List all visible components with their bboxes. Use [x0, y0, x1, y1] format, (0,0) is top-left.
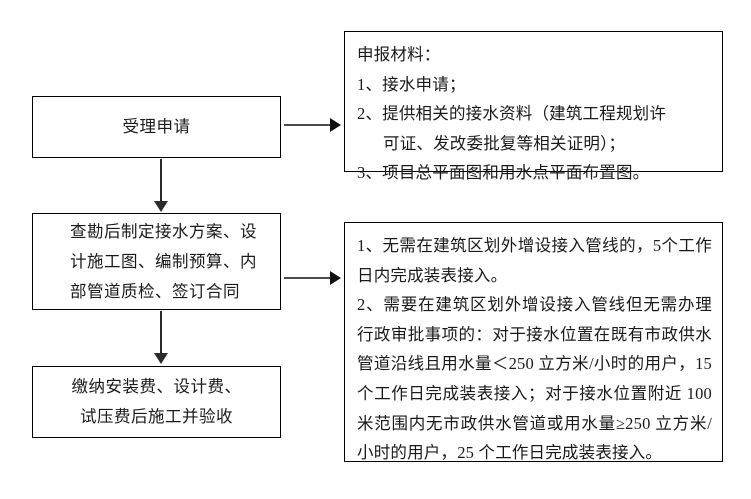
note-box-timelimit: 1、无需在建筑区划外增设接入管线的，5个工作日内完成装表接入。 2、需要在建筑区… [344, 222, 723, 462]
process-box-step-1-label: 受理申请 [122, 117, 191, 136]
connector-step1-to-note-materials-arrowhead [330, 118, 341, 132]
note-timelimit-paragraph-2: 2、需要在建筑区划外增设接入管线但无需办理行政审批事项的：对于接水位置在既有市政… [357, 295, 712, 463]
note-materials-line-2: 1、接水申请； [357, 74, 466, 94]
note-materials-line-4: 可证、发改委批复等相关证明）； [383, 133, 626, 153]
connector-step1-to-note-materials-shaft [284, 124, 331, 126]
process-box-step-2: 查勘后制定接水方案、设 计施工图、编制预算、内 部管道质检、签订合同 [32, 213, 281, 310]
note-timelimit-paragraph-1: 1、无需在建筑区划外增设接入管线的，5个工作日内完成装表接入。 [357, 236, 712, 285]
process-box-step-3: 缴纳安装费、设计费、 试压费后施工并验收 [32, 366, 281, 438]
connector-step2-to-step3-arrowhead [154, 353, 168, 364]
note-materials-line-5: 3、项目总平面图和用水点平面布置图。 [357, 163, 650, 183]
note-box-materials: 申报材料： 1、接水申请； 2、提供相关的接水资料（建筑工程规划许 可证、发改委… [344, 31, 723, 182]
connector-step1-to-step2-shaft [160, 159, 162, 203]
connector-step1-to-step2-arrowhead [154, 201, 168, 212]
process-box-step-2-label: 查勘后制定接水方案、设 计施工图、编制预算、内 部管道质检、签订合同 [70, 221, 257, 301]
process-box-step-3-label: 缴纳安装费、设计费、 试压费后施工并验收 [71, 377, 242, 426]
note-materials-line-3: 2、提供相关的接水资料（建筑工程规划许 [357, 104, 667, 124]
connector-step2-to-note-timelimit-arrowhead [330, 271, 341, 285]
connector-step2-to-note-timelimit-shaft [284, 277, 331, 279]
connector-step2-to-step3-shaft [160, 311, 162, 355]
note-materials-line-1: 申报材料： [357, 45, 441, 64]
process-box-step-1: 受理申请 [32, 96, 281, 158]
